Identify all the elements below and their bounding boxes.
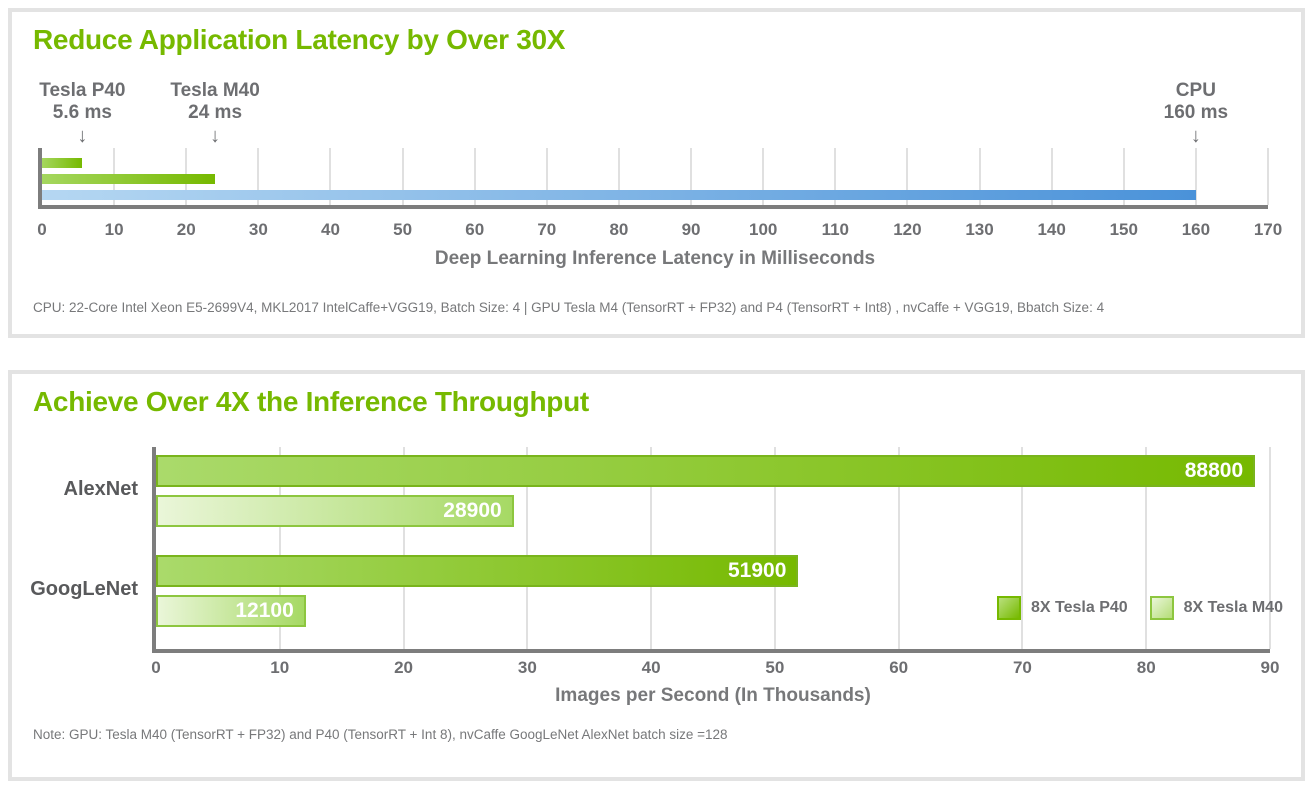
x-tick-label: 50 xyxy=(765,658,785,677)
x-tick-label: 70 xyxy=(537,220,557,239)
gridline xyxy=(762,148,765,205)
x-tick-label: 20 xyxy=(394,658,414,677)
x-tick-label: 50 xyxy=(393,220,413,239)
gridline xyxy=(773,447,776,649)
gridline xyxy=(1122,148,1125,205)
gridline xyxy=(257,148,260,205)
throughput-panel: Achieve Over 4X the Inference Throughput… xyxy=(8,370,1305,781)
bar-value-label: 88800 xyxy=(1184,459,1244,482)
x-tick-label: 80 xyxy=(1136,658,1156,677)
gridline xyxy=(1267,148,1269,205)
x-tick-label: 30 xyxy=(517,658,537,677)
gridline xyxy=(650,447,653,649)
x-tick-label: 110 xyxy=(821,220,849,239)
latency-x-axis-label: Deep Learning Inference Latency in Milli… xyxy=(434,248,876,269)
gridline xyxy=(906,148,909,205)
gridline xyxy=(690,148,693,205)
gridline xyxy=(473,148,476,205)
bar-value-label: 51900 xyxy=(728,559,787,582)
x-tick-label: 120 xyxy=(893,220,922,239)
x-tick-label: 10 xyxy=(270,658,290,677)
x-tick-label: 100 xyxy=(748,220,778,239)
x-tick-label: 80 xyxy=(609,220,629,239)
cpu-bar xyxy=(42,190,1196,200)
gridline xyxy=(617,148,620,205)
gridline xyxy=(545,148,548,205)
latency-title: Reduce Application Latency by Over 30X xyxy=(33,24,566,55)
throughput-x-axis-label: Images per Second (In Thousands) xyxy=(555,685,871,706)
tesla-p40-annotation-name: Tesla P40 xyxy=(39,80,126,101)
tesla-m40-annotation-name: Tesla M40 xyxy=(170,80,260,101)
x-tick-label: 40 xyxy=(641,658,661,677)
bar-value-label: 12100 xyxy=(235,599,294,622)
tesla-p40-bar xyxy=(42,158,83,168)
latency-plot xyxy=(38,148,1269,209)
x-tick-label: 30 xyxy=(248,220,268,239)
x-tick-label: 20 xyxy=(176,220,196,239)
tesla-p40-annotation-value: 5.6 ms xyxy=(52,102,112,123)
legend-swatch-pale xyxy=(1149,596,1174,620)
x-tick-label: 150 xyxy=(1109,220,1138,239)
throughput-x-ticks: 0 10 20 30 40 50 60 70 80 90 xyxy=(151,658,1279,680)
gridline xyxy=(834,148,837,205)
gridline xyxy=(897,447,900,649)
gridline xyxy=(1194,148,1197,205)
legend-item-8x-tesla-m40: 8X Tesla M40 xyxy=(1149,596,1283,620)
x-tick-label: 140 xyxy=(1037,220,1066,239)
legend-swatch-dark xyxy=(997,596,1021,620)
x-tick-label: 60 xyxy=(465,220,485,239)
down-arrow-icon: ↓ xyxy=(210,125,221,147)
gridline xyxy=(1145,447,1148,649)
x-tick-label: 0 xyxy=(37,220,47,239)
gridline xyxy=(1050,148,1053,205)
x-tick-label: 170 xyxy=(1253,220,1283,239)
bar-value-label: 28900 xyxy=(443,499,502,522)
x-tick-label: 0 xyxy=(151,658,161,677)
legend-label: 8X Tesla P40 xyxy=(1031,599,1128,616)
x-tick-label: 90 xyxy=(681,220,701,239)
category-label-alexnet: AlexNet xyxy=(63,478,138,500)
gridline xyxy=(526,447,529,649)
gridline xyxy=(401,148,404,205)
gridline xyxy=(402,447,405,649)
latency-footnote: CPU: 22-Core Intel Xeon E5-2699V4, MKL20… xyxy=(33,300,1105,315)
x-tick-label: 60 xyxy=(889,658,909,677)
x-tick-label: 160 xyxy=(1181,220,1211,239)
category-label-googlenet: GoogLeNet xyxy=(30,578,138,600)
alexnet-8x-tesla-m40-bar: 28900 xyxy=(156,495,514,527)
latency-x-ticks: 0 10 20 30 40 50 60 70 80 90 100 110 120 130 140 150 160… xyxy=(37,220,1282,242)
latency-panel: Reduce Application Latency by Over 30X T… xyxy=(8,8,1305,338)
legend-item-8x-tesla-p40: 8X Tesla P40 xyxy=(997,596,1128,620)
googlenet-8x-tesla-m40-bar: 12100 xyxy=(156,595,306,627)
throughput-plot: 88800 28900 51900 12100 xyxy=(152,447,1271,653)
gridline xyxy=(1269,447,1271,649)
throughput-legend: 8X Tesla P40 8X Tesla M40 xyxy=(997,596,1283,620)
x-tick-label: 40 xyxy=(321,220,340,239)
down-arrow-icon: ↓ xyxy=(77,125,88,147)
gridline xyxy=(1021,447,1024,649)
legend-label: 8X Tesla M40 xyxy=(1183,599,1283,616)
googlenet-8x-tesla-p40-bar: 51900 xyxy=(156,555,799,587)
throughput-title: Achieve Over 4X the Inference Throughput xyxy=(33,386,589,417)
cpu-annotation-value: 160 ms xyxy=(1163,102,1229,123)
x-tick-label: 10 xyxy=(104,220,124,239)
cpu-annotation-name: CPU xyxy=(1175,80,1216,101)
x-tick-label: 70 xyxy=(1012,658,1032,677)
gridline xyxy=(329,148,332,205)
throughput-note: Note: GPU: Tesla M40 (TensorRT + FP32) a… xyxy=(33,727,728,742)
gridline xyxy=(278,447,281,649)
gridline xyxy=(978,148,981,205)
down-arrow-icon: ↓ xyxy=(1190,125,1201,147)
x-tick-label: 130 xyxy=(965,220,994,239)
tesla-m40-annotation-value: 24 ms xyxy=(188,102,243,123)
x-tick-label: 90 xyxy=(1260,658,1280,677)
alexnet-8x-tesla-p40-bar: 88800 xyxy=(156,455,1256,487)
tesla-m40-bar xyxy=(42,174,216,184)
